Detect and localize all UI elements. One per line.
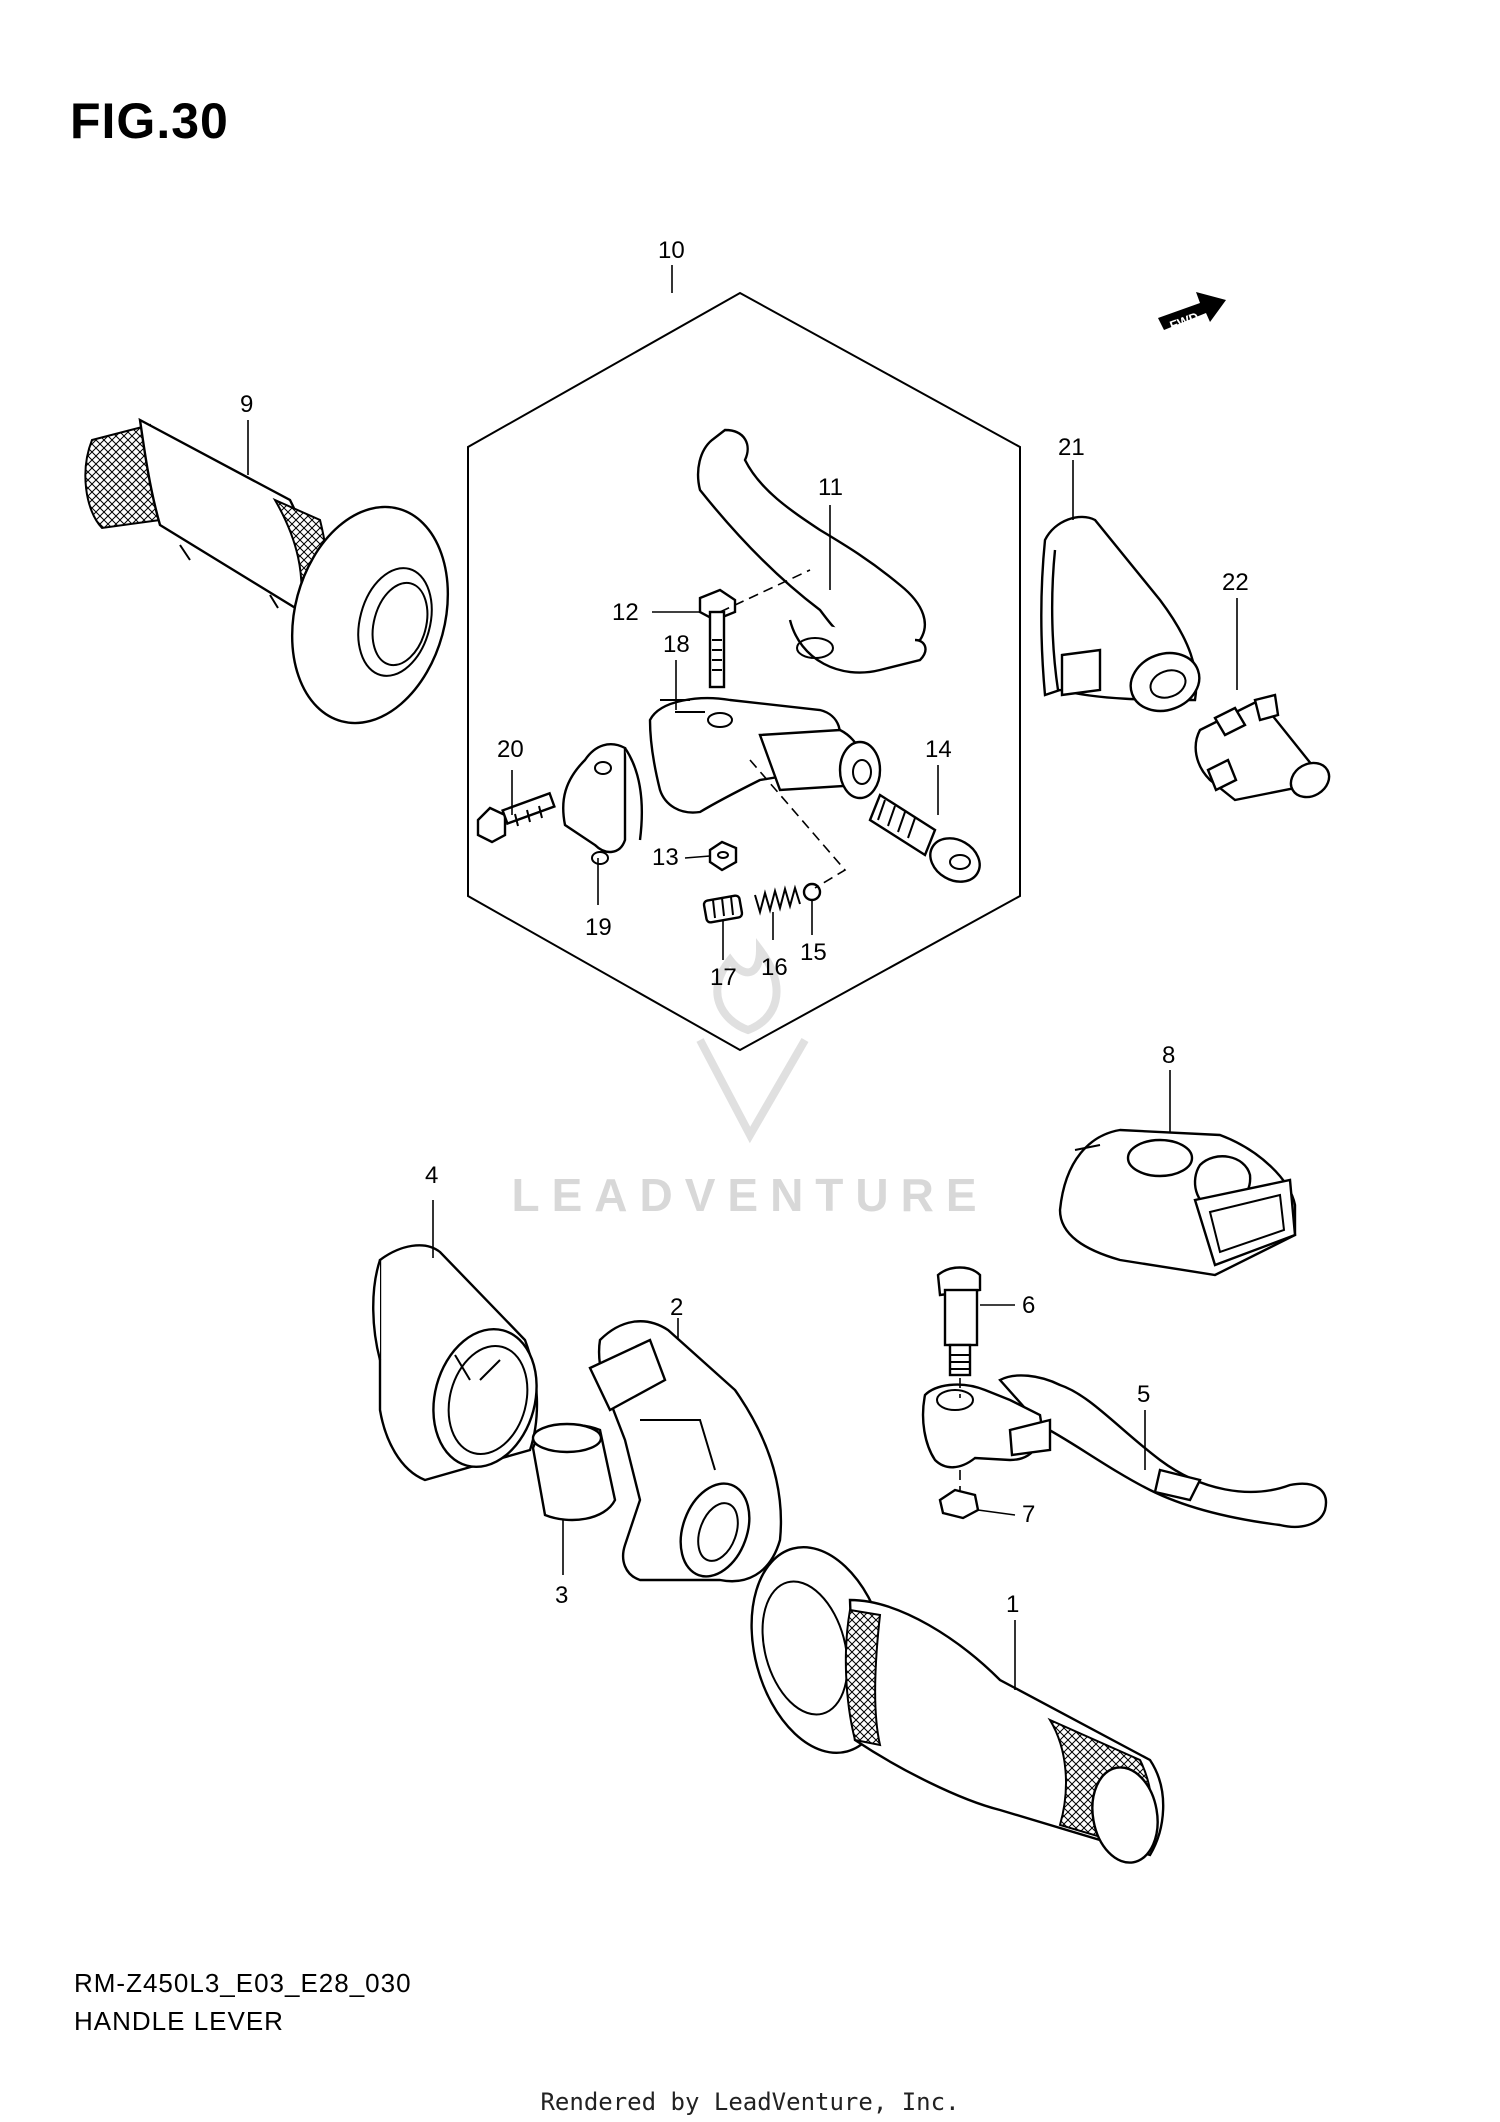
leader-lines	[247, 265, 1238, 1690]
callout-10: 10	[658, 237, 685, 264]
part-11-clutch-lever	[696, 428, 927, 674]
figure-title: FIG.30	[70, 93, 229, 149]
part-5-brake-lever	[921, 1374, 1328, 1529]
callout-22: 22	[1222, 569, 1249, 596]
callout-1: 1	[1006, 1591, 1019, 1618]
callout-21: 21	[1058, 434, 1085, 461]
callout-numbers: 1 2 3 4 5 6 7 8 9 10 11 12 13 14 15 16 1…	[240, 237, 1249, 1618]
part-14-adjuster	[868, 793, 981, 883]
callout-11: 11	[818, 474, 843, 501]
part-7-nut	[938, 1488, 980, 1520]
part-21-lever-cover	[1040, 515, 1201, 713]
diagram-code: RM-Z450L3_E03_E28_030	[74, 1968, 412, 1998]
callout-18: 18	[663, 631, 690, 658]
part-18-lever-holder	[648, 697, 882, 814]
assembly-line-lever	[719, 569, 811, 613]
diagram-name: HANDLE LEVER	[74, 2006, 284, 2036]
watermark-logo	[696, 937, 809, 1144]
callout-7: 7	[1022, 1501, 1035, 1528]
callout-19: 19	[585, 914, 612, 941]
kit-outline-hexagon	[467, 291, 1021, 1052]
part-20-screw	[476, 791, 556, 844]
callout-16: 16	[761, 954, 788, 981]
part-13-nut	[708, 840, 738, 872]
fwd-arrow-icon: FWD	[1158, 292, 1226, 333]
part-1-right-grip	[750, 1545, 1165, 1864]
callout-6: 6	[1022, 1292, 1035, 1319]
callout-14: 14	[925, 736, 952, 763]
part-16-spring	[754, 884, 801, 916]
callout-20: 20	[497, 736, 524, 763]
rendered-by-credit: Rendered by LeadVenture, Inc.	[540, 2088, 960, 2116]
callout-2: 2	[670, 1294, 683, 1321]
part-22-adjuster	[1194, 693, 1331, 802]
assembly-line-detent	[749, 759, 847, 889]
part-4-throttle-cover	[372, 1244, 539, 1482]
part-9-left-grip	[84, 417, 450, 725]
part-17-spacer	[702, 894, 744, 924]
part-12-bolt	[698, 588, 737, 689]
part-6-pivot-bolt	[936, 1266, 982, 1377]
callout-9: 9	[240, 391, 253, 418]
callout-15: 15	[800, 939, 827, 966]
callout-13: 13	[652, 844, 679, 871]
part-19-holder-clamp	[562, 743, 643, 865]
part-3-collar	[531, 1422, 617, 1522]
callout-5: 5	[1137, 1381, 1150, 1408]
callout-17: 17	[710, 964, 737, 991]
watermark-text: LEADVENTURE	[511, 1169, 989, 1221]
callout-12: 12	[612, 599, 639, 626]
callout-8: 8	[1162, 1042, 1175, 1069]
part-8-cover	[1058, 1128, 1297, 1277]
callout-4: 4	[425, 1162, 438, 1189]
callout-3: 3	[555, 1582, 568, 1609]
part-2-throttle-housing	[588, 1320, 783, 1583]
